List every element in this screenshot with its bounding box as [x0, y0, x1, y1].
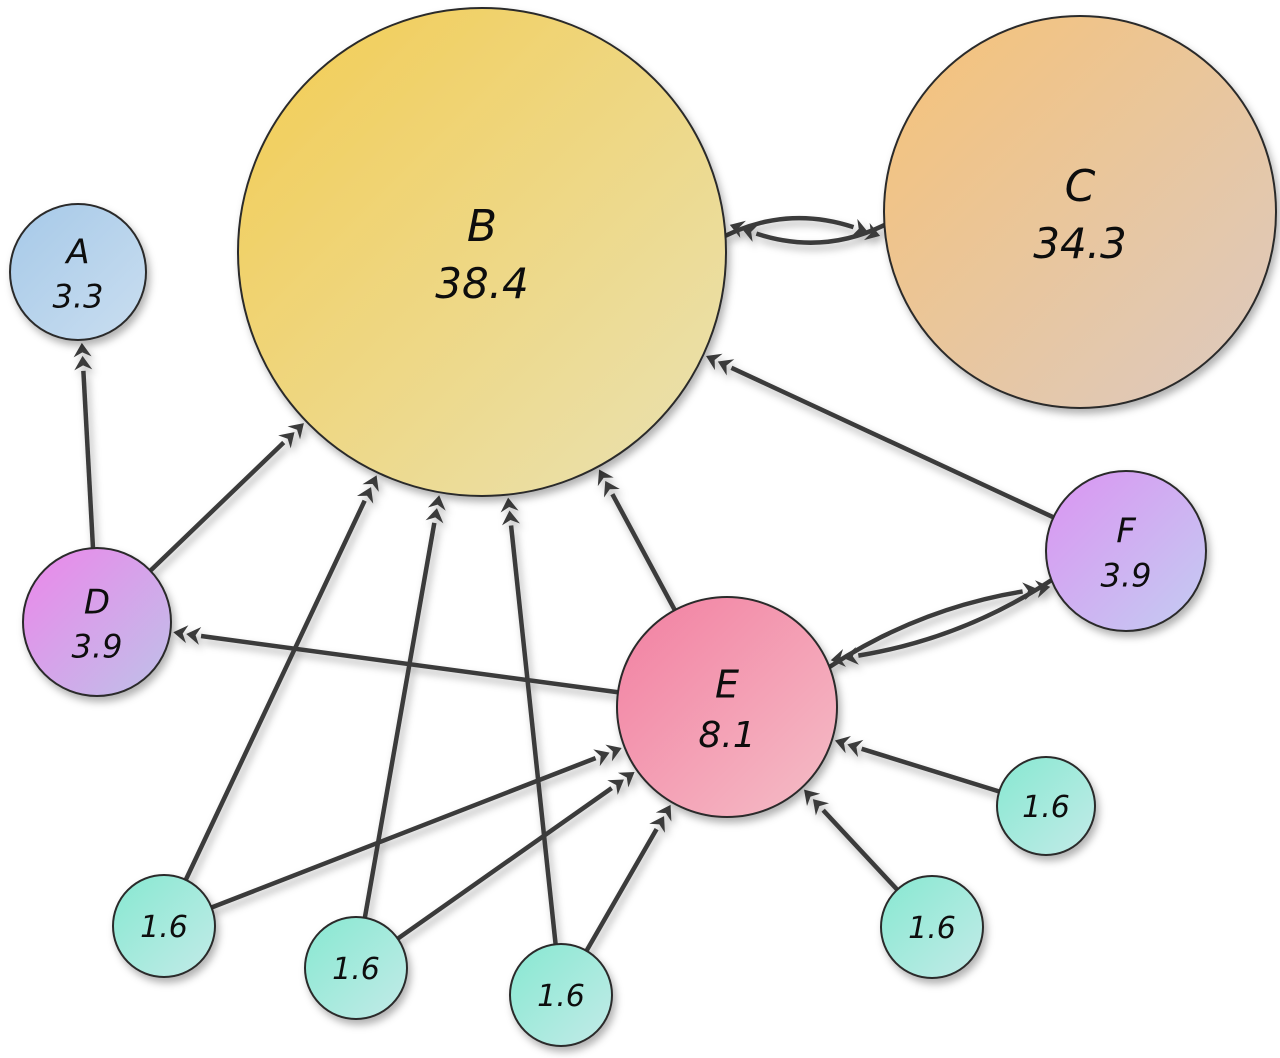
node-circle-j	[880, 875, 984, 979]
node-circle-c	[883, 15, 1277, 409]
edge-d-to-b	[148, 423, 304, 573]
node-value-a: 3.3	[53, 278, 104, 316]
edges-layer	[73, 215, 1055, 952]
edge-h-to-e	[396, 772, 635, 941]
node-i: 1.6	[509, 943, 613, 1047]
node-circle-k	[996, 756, 1096, 856]
node-value-h: 1.6	[332, 952, 380, 987]
node-label-d: D	[84, 583, 110, 623]
edge-f-to-e	[830, 578, 1053, 667]
node-b: B 38.4	[237, 7, 727, 497]
edge-d-to-a	[73, 342, 96, 549]
edge-c-to-b	[729, 220, 886, 245]
node-circle-a	[9, 203, 147, 341]
edge-g-to-e	[210, 744, 622, 910]
edge-i-to-b	[500, 497, 558, 945]
node-f: F 3.9	[1045, 470, 1207, 632]
node-value-c: 34.3	[1033, 219, 1127, 268]
node-value-f: 3.9	[1101, 557, 1152, 595]
node-value-g: 1.6	[140, 910, 188, 945]
node-circle-e	[616, 596, 838, 818]
node-circle-b	[237, 7, 727, 497]
node-value-i: 1.6	[537, 979, 585, 1014]
edge-j-to-e	[804, 789, 899, 892]
nodes-layer: A 3.3 B 38.4 C 34.3D 3.9E 8.1 F 3.9 1.6 1.6 1.6 1.6 1.…	[9, 7, 1277, 1047]
edge-f-to-b	[706, 353, 1055, 520]
edge-g-to-b	[183, 475, 379, 881]
edge-b-to-c	[724, 215, 881, 241]
node-value-k: 1.6	[1022, 790, 1070, 825]
node-label-a: A	[64, 233, 89, 273]
node-e: E 8.1	[616, 596, 838, 818]
node-circle-f	[1045, 470, 1207, 632]
node-label-b: B	[467, 201, 497, 252]
edge-h-to-b	[362, 495, 446, 919]
node-a: A 3.3	[9, 203, 147, 341]
node-circle-i	[509, 943, 613, 1047]
node-circle-d	[22, 547, 172, 697]
node-d: D 3.9	[22, 547, 172, 697]
node-label-e: E	[715, 663, 739, 707]
node-value-b: 38.4	[435, 259, 529, 308]
node-circle-g	[112, 874, 216, 978]
node-value-d: 3.9	[72, 628, 123, 666]
edge-e-to-b	[597, 469, 677, 612]
node-j: 1.6	[880, 875, 984, 979]
edge-k-to-e	[834, 736, 1000, 794]
node-g: 1.6	[112, 874, 216, 978]
node-h: 1.6	[304, 916, 408, 1020]
node-circle-h	[304, 916, 408, 1020]
node-k: 1.6	[996, 756, 1096, 856]
node-c: C 34.3	[883, 15, 1277, 409]
node-label-f: F	[1116, 512, 1136, 552]
node-value-e: 8.1	[698, 715, 755, 756]
node-label-c: C	[1065, 161, 1096, 212]
edge-i-to-e	[584, 804, 672, 952]
node-value-j: 1.6	[908, 911, 956, 946]
